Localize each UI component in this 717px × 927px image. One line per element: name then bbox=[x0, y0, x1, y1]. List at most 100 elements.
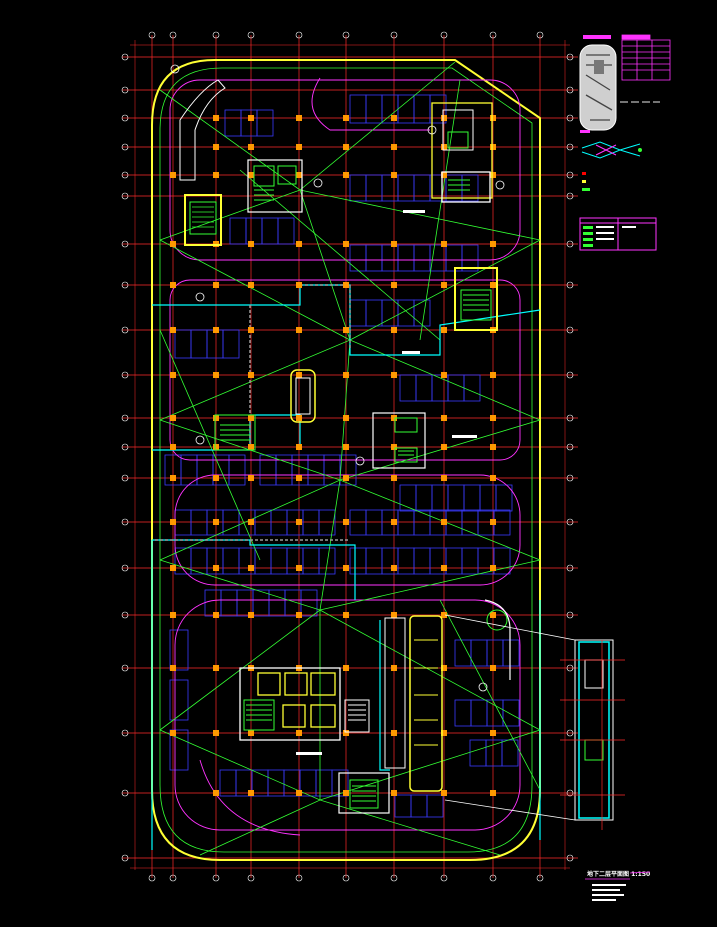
column bbox=[490, 475, 496, 481]
column bbox=[248, 172, 254, 178]
column bbox=[296, 241, 302, 247]
grid-bubble bbox=[566, 854, 574, 862]
core-stair-south bbox=[338, 772, 390, 814]
column bbox=[490, 612, 496, 618]
column bbox=[490, 565, 496, 571]
column bbox=[391, 612, 397, 618]
column bbox=[441, 790, 447, 796]
column bbox=[490, 282, 496, 288]
parking-stall bbox=[493, 547, 511, 575]
parking-stall bbox=[502, 699, 520, 727]
grid-bubble bbox=[121, 171, 129, 179]
grid-bubble bbox=[566, 371, 574, 379]
grid-bubble bbox=[566, 192, 574, 200]
grid-bubble bbox=[148, 31, 156, 39]
zone-diagonals bbox=[159, 61, 541, 856]
grid-bubble bbox=[295, 31, 303, 39]
column bbox=[170, 519, 176, 525]
column bbox=[296, 444, 302, 450]
grid-bubble bbox=[247, 874, 255, 882]
grid-bubble bbox=[566, 664, 574, 672]
column bbox=[490, 730, 496, 736]
parking-stall bbox=[429, 94, 447, 124]
detail-enlargement bbox=[444, 614, 625, 830]
grid-bubble bbox=[121, 86, 129, 94]
core-ramp-south bbox=[384, 615, 443, 792]
grid-bubble bbox=[121, 371, 129, 379]
grid-bubble bbox=[566, 240, 574, 248]
column bbox=[248, 115, 254, 121]
grid-bubble bbox=[121, 518, 129, 526]
core-main-south bbox=[239, 667, 370, 741]
grid-bubble bbox=[489, 874, 497, 882]
column bbox=[391, 665, 397, 671]
title-block: 地下二层平面图 1:150 bbox=[585, 870, 650, 901]
building-inner-outline bbox=[159, 67, 533, 853]
column bbox=[296, 115, 302, 121]
column bbox=[213, 415, 219, 421]
grid-bubble bbox=[342, 874, 350, 882]
grid-bubble bbox=[566, 326, 574, 334]
column bbox=[343, 372, 349, 378]
column bbox=[213, 730, 219, 736]
column bbox=[490, 115, 496, 121]
grid-bubble bbox=[121, 611, 129, 619]
column bbox=[441, 519, 447, 525]
column bbox=[343, 415, 349, 421]
column bbox=[441, 241, 447, 247]
grid-bubble bbox=[566, 611, 574, 619]
column bbox=[248, 444, 254, 450]
grid-bubble bbox=[121, 564, 129, 572]
column bbox=[296, 790, 302, 796]
parking-stall bbox=[331, 769, 349, 797]
grid-bubble bbox=[121, 789, 129, 797]
parking-stall bbox=[318, 509, 336, 536]
column bbox=[343, 172, 349, 178]
grid-bubble bbox=[121, 114, 129, 122]
column bbox=[490, 519, 496, 525]
grid-bubble bbox=[566, 114, 574, 122]
column bbox=[391, 372, 397, 378]
building-outline bbox=[151, 59, 541, 861]
column bbox=[391, 282, 397, 288]
legend-table-mid bbox=[579, 217, 657, 251]
grid-bubble bbox=[121, 443, 129, 451]
column bbox=[296, 519, 302, 525]
column bbox=[213, 444, 219, 450]
grid-bubble bbox=[121, 854, 129, 862]
grid-bubble bbox=[121, 143, 129, 151]
column bbox=[248, 519, 254, 525]
parking-stall bbox=[339, 454, 357, 486]
grid-bubble bbox=[536, 874, 544, 882]
grid-bubble bbox=[440, 874, 448, 882]
grid-bubble bbox=[148, 874, 156, 882]
column bbox=[343, 475, 349, 481]
column bbox=[391, 241, 397, 247]
core-stair-nw bbox=[179, 79, 226, 246]
column bbox=[170, 665, 176, 671]
grid-bubble bbox=[566, 281, 574, 289]
parking-stall bbox=[228, 454, 246, 486]
grid-bubble bbox=[536, 31, 544, 39]
grid-bubble bbox=[566, 443, 574, 451]
room-labels bbox=[296, 210, 477, 755]
grid-bubble bbox=[566, 474, 574, 482]
column bbox=[441, 475, 447, 481]
column bbox=[490, 372, 496, 378]
column bbox=[248, 415, 254, 421]
column bbox=[343, 241, 349, 247]
grid-bubble bbox=[566, 564, 574, 572]
column bbox=[213, 372, 219, 378]
column bbox=[391, 115, 397, 121]
column bbox=[391, 144, 397, 150]
column bbox=[391, 327, 397, 333]
column bbox=[248, 372, 254, 378]
grid-bubble bbox=[566, 53, 574, 61]
column bbox=[343, 115, 349, 121]
column bbox=[296, 144, 302, 150]
grid-bubble bbox=[566, 171, 574, 179]
grid-bubble bbox=[390, 31, 398, 39]
column bbox=[343, 444, 349, 450]
column bbox=[441, 144, 447, 150]
